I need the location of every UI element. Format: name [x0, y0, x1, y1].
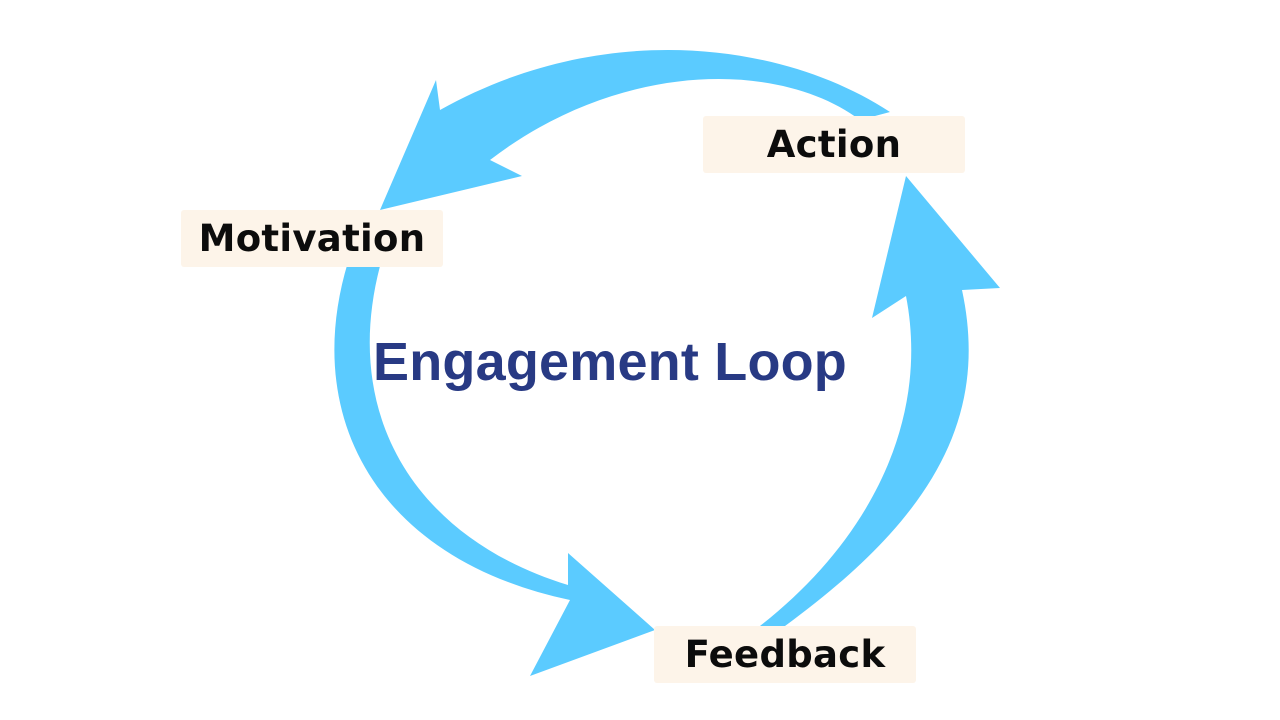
arrow-feedback-to-action: [760, 176, 1000, 626]
stage-label-action: Action: [703, 116, 965, 173]
stage-label-feedback: Feedback: [654, 626, 916, 683]
stage-label-motivation: Motivation: [181, 210, 443, 267]
arrow-action-to-motivation: [380, 49, 890, 211]
diagram-title: Engagement Loop: [373, 332, 847, 392]
arrow-motivation-to-feedback: [334, 262, 655, 676]
